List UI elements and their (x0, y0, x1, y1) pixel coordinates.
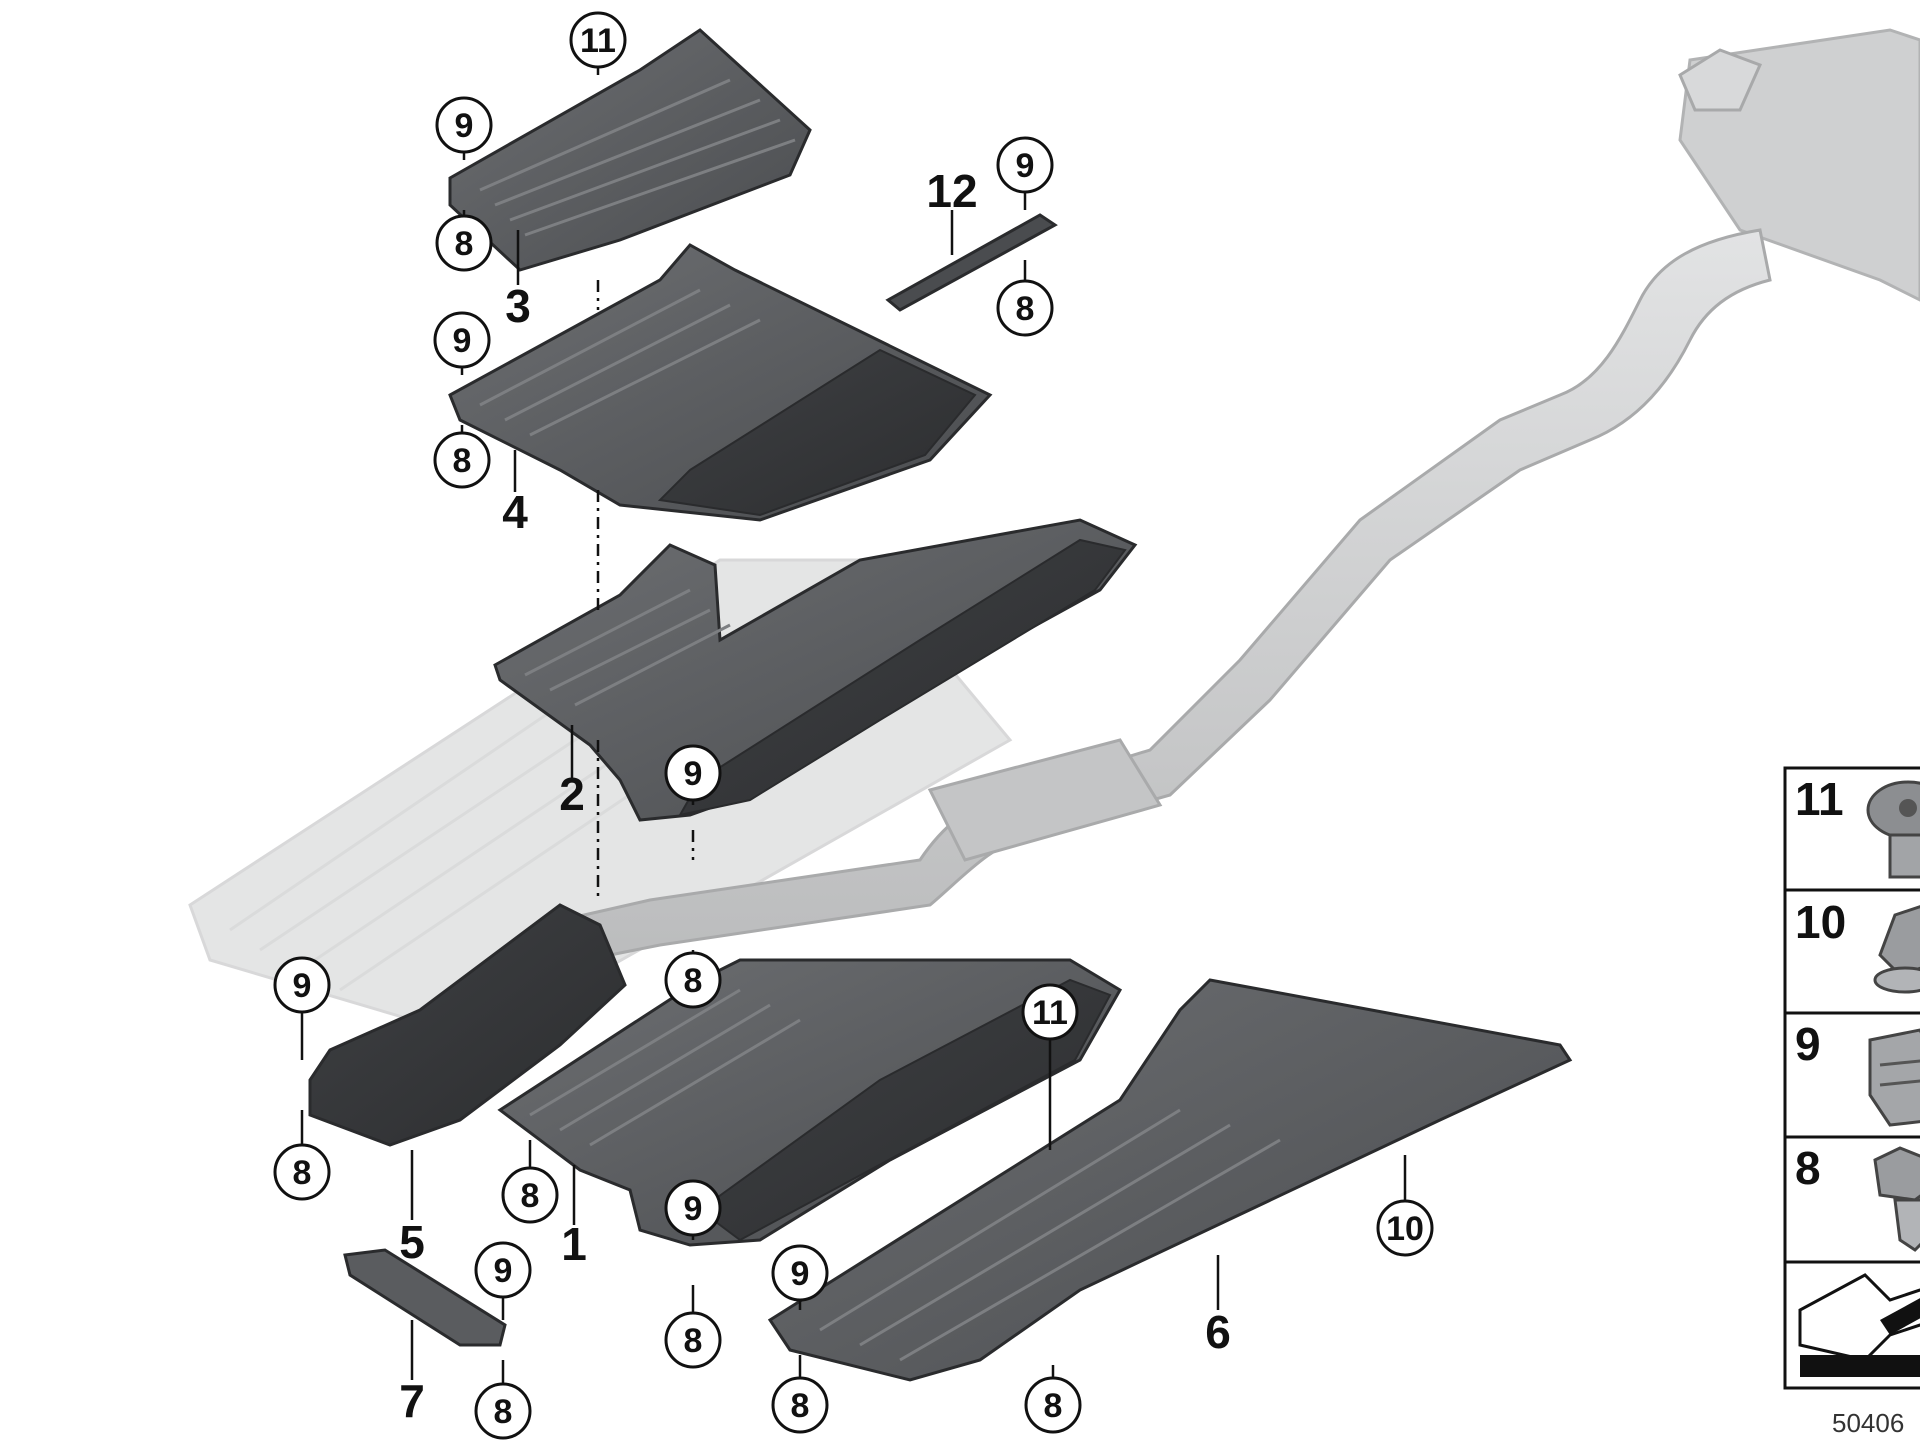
callout-label: 9 (494, 1252, 513, 1290)
callout-circle (474, 1241, 532, 1299)
hex-nut-icon (1873, 905, 1920, 994)
callout-circle (996, 136, 1054, 194)
callout-label: 10 (1386, 1210, 1424, 1248)
assembly-lines (596, 280, 695, 900)
callout-circle (771, 1244, 829, 1302)
part-3-underbody-panel (448, 28, 812, 272)
part-number-2: 2 (559, 768, 585, 820)
callout-circle (1376, 1199, 1434, 1257)
part-1-underbody-panel (497, 958, 1123, 1247)
callout-label: 8 (791, 1387, 810, 1425)
part-number-4: 4 (502, 486, 528, 538)
callout-8: 8 (501, 1166, 559, 1224)
legend-label: 9 (1795, 1018, 1821, 1070)
callout-circle (433, 431, 491, 489)
legend-label: 11 (1795, 773, 1844, 825)
callout-circle (664, 1311, 722, 1369)
direction-arrow-icon (1798, 1273, 1920, 1377)
callout-circle (433, 311, 491, 369)
callout-10: 10 (1376, 1199, 1434, 1257)
callout-label: 9 (791, 1255, 810, 1293)
part-12-bracket (885, 213, 1058, 312)
leader-lines (300, 67, 1407, 1384)
callout-circle (996, 279, 1054, 337)
part-number-1: 1 (561, 1218, 587, 1270)
callout-9: 9 (433, 311, 491, 369)
callout-9: 9 (996, 136, 1054, 194)
callout-circle (1024, 1376, 1082, 1434)
callout-label: 8 (1044, 1387, 1063, 1425)
callout-label: 11 (580, 22, 616, 60)
callout-label: 8 (494, 1393, 513, 1431)
callout-label: 9 (1016, 147, 1035, 185)
callout-circle (501, 1166, 559, 1224)
callout-label: 8 (521, 1177, 540, 1215)
callout-label: 9 (684, 1190, 703, 1228)
callout-label: 8 (684, 962, 703, 1000)
part-4-underbody-panel (448, 243, 993, 522)
callout-label: 8 (684, 1322, 703, 1360)
callout-circle (273, 1143, 331, 1201)
callout-8: 8 (1024, 1376, 1082, 1434)
part-number-3: 3 (505, 280, 531, 332)
callout-8: 8 (771, 1376, 829, 1434)
part-5-heat-shield (308, 903, 627, 1147)
callout-circle (664, 744, 722, 802)
callout-label: 9 (455, 107, 474, 145)
callout-label: 8 (455, 225, 474, 263)
callout-label: 9 (293, 967, 312, 1005)
callout-label: 8 (453, 442, 472, 480)
callout-circle (435, 214, 493, 272)
callout-8: 8 (435, 214, 493, 272)
callout-9: 9 (273, 956, 331, 1014)
callout-circle (273, 956, 331, 1014)
legend-label: 8 (1795, 1142, 1821, 1194)
callout-8: 8 (664, 951, 722, 1009)
callout-circle (474, 1382, 532, 1440)
callout-9: 9 (664, 1179, 722, 1237)
part-number-7: 7 (399, 1375, 425, 1427)
callout-label: 11 (1032, 994, 1068, 1032)
part-2-underbody-panel (493, 518, 1138, 822)
callout-circle (664, 951, 722, 1009)
part-number-12: 12 (926, 165, 977, 217)
callout-circle (1021, 983, 1079, 1041)
callout-circle (771, 1376, 829, 1434)
part-7-bracket (343, 1248, 507, 1347)
callout-11: 11 (569, 11, 627, 69)
callout-circle (569, 11, 627, 69)
legend-label: 10 (1795, 896, 1846, 948)
callout-9: 9 (771, 1244, 829, 1302)
part-number-6: 6 (1205, 1306, 1231, 1358)
callout-11: 11 (1021, 983, 1079, 1041)
callout-label: 8 (293, 1154, 312, 1192)
callout-8: 8 (664, 1311, 722, 1369)
callout-9: 9 (435, 96, 493, 154)
expanding-rivet-icon (1866, 780, 1920, 879)
callout-9: 9 (474, 1241, 532, 1299)
callout-circle (664, 1179, 722, 1237)
part-6-underbody-panel (767, 978, 1573, 1382)
callout-label: 8 (1016, 290, 1035, 328)
callout-label: 9 (453, 322, 472, 360)
diagram-reference-number: 50406 (1832, 1408, 1904, 1438)
callout-8: 8 (474, 1382, 532, 1440)
push-rivet-icon (1873, 1146, 1920, 1252)
callout-circle (435, 96, 493, 154)
callout-label: 9 (684, 755, 703, 793)
fastener-legend: 11 10 9 8 (1783, 766, 1920, 1390)
clip-nut-icon (1868, 1028, 1920, 1127)
part-number-5: 5 (399, 1216, 425, 1268)
callout-9: 9 (664, 744, 722, 802)
callout-8: 8 (433, 431, 491, 489)
part-number-labels: 3 4 12 2 5 1 6 7 (399, 165, 1231, 1427)
callout-8: 8 (273, 1143, 331, 1201)
callout-8: 8 (996, 279, 1054, 337)
